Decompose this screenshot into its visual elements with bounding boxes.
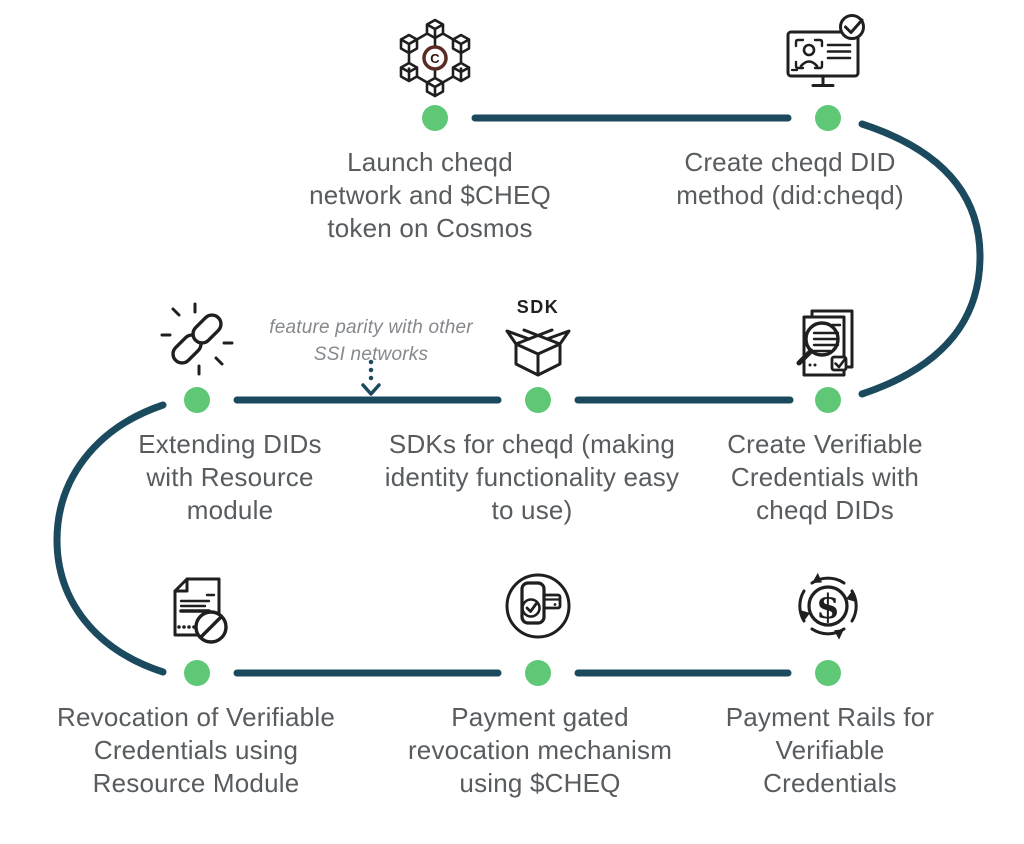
milestone-8-label: Payment Rails for Verifiable Credentials	[725, 702, 935, 799]
milestone-dot-6	[184, 660, 210, 686]
milestone-dot-8	[815, 660, 841, 686]
milestone-dot-3	[815, 387, 841, 413]
blockchain-network-icon: C	[399, 18, 471, 98]
document-revoked-icon	[173, 577, 228, 644]
milestone-5-label: Extending DIDs with Resource module	[138, 429, 322, 526]
token-letter: C	[430, 51, 440, 66]
milestone-1-label: Launch cheqd network and $CHEQ token on …	[309, 147, 551, 244]
right-curve	[858, 120, 984, 398]
milestone-dot-7	[525, 660, 551, 686]
token-ring	[422, 45, 448, 71]
annotation-arrow-head	[361, 383, 381, 396]
milestone-2-label: Create cheqd DID method (did:cheqd)	[676, 147, 904, 211]
left-curve	[53, 401, 167, 676]
monitor-id-check-icon	[786, 14, 865, 87]
milestone-dot-1	[422, 105, 448, 131]
magnifier-lens	[804, 321, 840, 357]
check-badge	[839, 14, 865, 40]
payment-check-icon	[505, 573, 571, 639]
milestone-7-label: Payment gated revocation mechanism using…	[407, 702, 673, 799]
feature-parity-annotation: feature parity with other SSI networks	[269, 317, 473, 365]
magnifier-handle	[796, 348, 814, 366]
milestone-dot-4	[525, 387, 551, 413]
document-magnifier-icon	[796, 309, 854, 377]
milestone-dot-5	[184, 387, 210, 413]
chain-link-icon	[160, 302, 234, 376]
milestone-4-label: SDKs for cheqd (making identity function…	[384, 429, 680, 526]
milestone-6-label: Revocation of Verifiable Credentials usi…	[57, 702, 335, 799]
milestone-3-label: Create Verifiable Credentials with cheqd…	[727, 429, 923, 526]
milestone-dot-2	[815, 105, 841, 131]
sdk-text: SDK	[517, 297, 560, 317]
dollar-glyph: $	[816, 587, 840, 627]
dollar-cycle-icon: $	[798, 572, 858, 640]
sdk-box-icon: SDK	[505, 297, 571, 377]
